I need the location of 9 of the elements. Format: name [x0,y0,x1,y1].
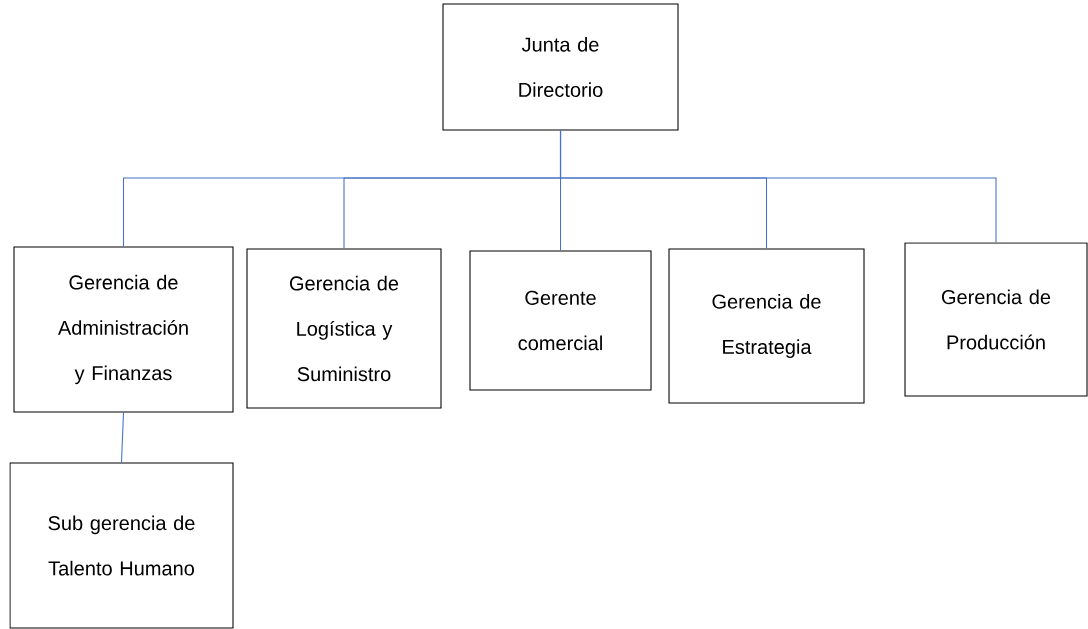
org-box: Gerencia de Administración y Finanzas [13,246,234,413]
connector-line [120,412,125,463]
org-box: Sub gerencia de Talento Humano [9,462,234,629]
org-box: Gerente comercial [469,250,652,391]
org-box: Gerencia de Estrategia [668,248,865,404]
org-box: Junta de Directorio [442,3,679,131]
org-box: Gerencia de Producción [904,242,1088,397]
connector-line [559,130,997,243]
org-box: Gerencia de Logística y Suministro [246,248,442,409]
